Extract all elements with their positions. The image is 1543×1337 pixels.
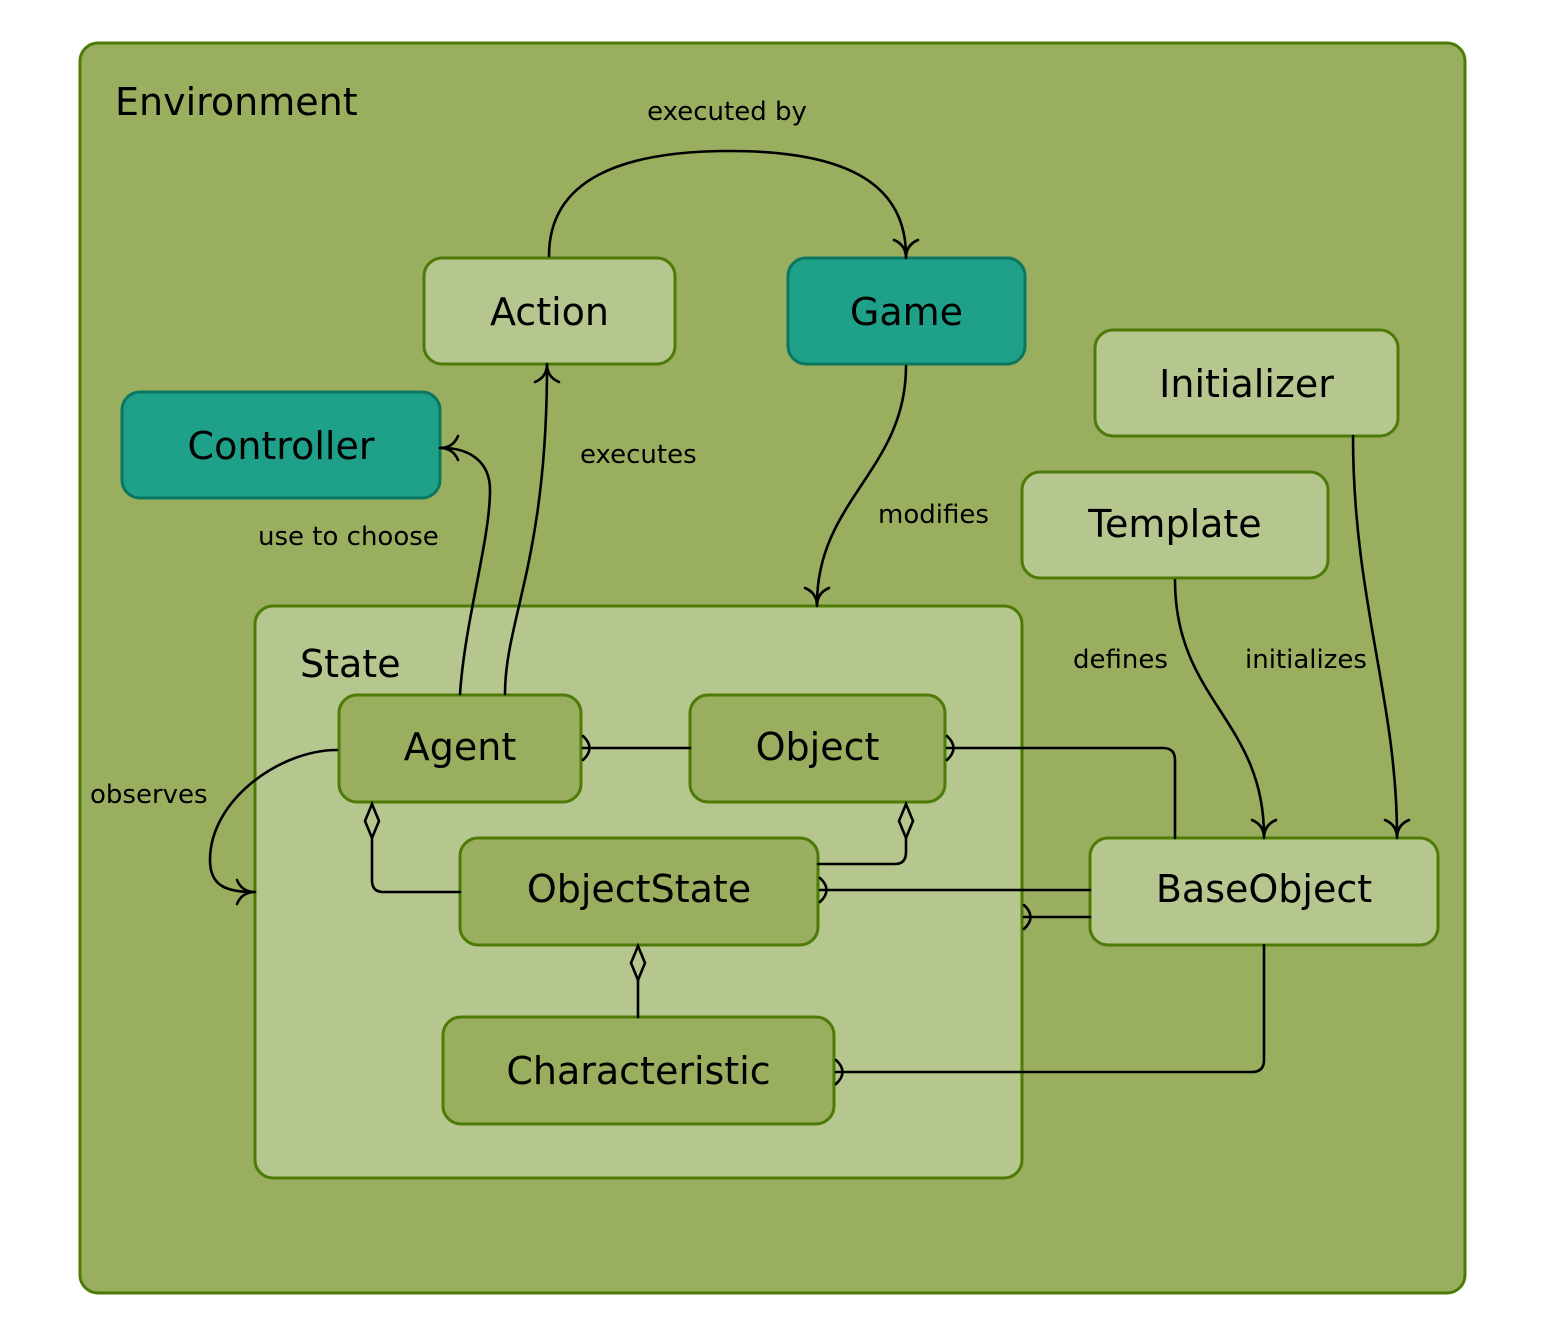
node-base-object-label: BaseObject [1156,867,1372,911]
node-object[interactable]: Object [688,693,947,804]
environment-title: Environment [115,80,358,124]
diamond-object-state [629,942,647,984]
node-game[interactable]: Game [786,256,1027,366]
edge-label-defines: defines [1073,645,1168,675]
edge-label-modifies: modifies [878,500,989,530]
node-action-label: Action [490,290,609,334]
state-title: State [300,642,401,686]
node-agent[interactable]: Agent [337,693,583,804]
edge-base-object-characteristic [834,943,1266,1074]
node-base-object[interactable]: BaseObject [1088,836,1440,947]
diamond-agent [363,800,381,842]
crowfoot-object-base-object [945,734,955,762]
crowfoot-object-state-base-object [818,876,828,904]
edge-agent-controller [440,446,492,696]
edge-object-state-agent [370,836,462,894]
node-action[interactable]: Action [422,256,677,366]
node-template-label: Template [1087,502,1261,546]
edge-agent-action [503,364,549,696]
diamond-object [897,800,915,842]
edge-label-initializes: initializes [1245,645,1367,675]
edge-initializer-base-object [1351,434,1399,838]
edge-label-executes: executes [580,440,697,470]
node-initializer[interactable]: Initializer [1093,328,1400,438]
edge-object-state-object [816,836,908,866]
node-characteristic-label: Characteristic [506,1049,770,1093]
arrowhead-action [533,362,561,384]
edge-agent-observes-state [208,748,339,894]
arrowhead-base-object-template [1250,818,1278,840]
node-controller-label: Controller [188,424,375,468]
edge-template-base-object [1173,578,1266,838]
arrowhead-base-object-initializer [1383,818,1411,840]
node-object-state[interactable]: ObjectState [458,836,820,947]
crowfoot-agent-object [581,734,591,762]
node-game-label: Game [850,290,963,334]
node-template[interactable]: Template [1020,470,1330,580]
node-initializer-label: Initializer [1159,362,1334,406]
edge-base-object-object [945,746,1177,840]
arrowhead-controller [438,434,460,462]
edge-game-state [815,364,908,606]
edge-action-game [547,149,908,258]
edge-label-use-to-choose: use to choose [258,522,439,552]
edge-label-executed-by: executed by [647,97,807,127]
arrowhead-game [892,238,920,260]
arrowhead-state [803,586,831,608]
node-agent-label: Agent [404,725,516,769]
arrowhead-observes [235,878,257,906]
node-object-label: Object [756,725,880,769]
crowfoot-characteristic-base-object [834,1058,844,1086]
edge-label-observes: observes [90,780,208,810]
crowfoot-state-base-object [1022,903,1032,931]
node-characteristic[interactable]: Characteristic [441,1015,836,1126]
node-object-state-label: ObjectState [527,867,751,911]
node-controller[interactable]: Controller [120,390,442,500]
